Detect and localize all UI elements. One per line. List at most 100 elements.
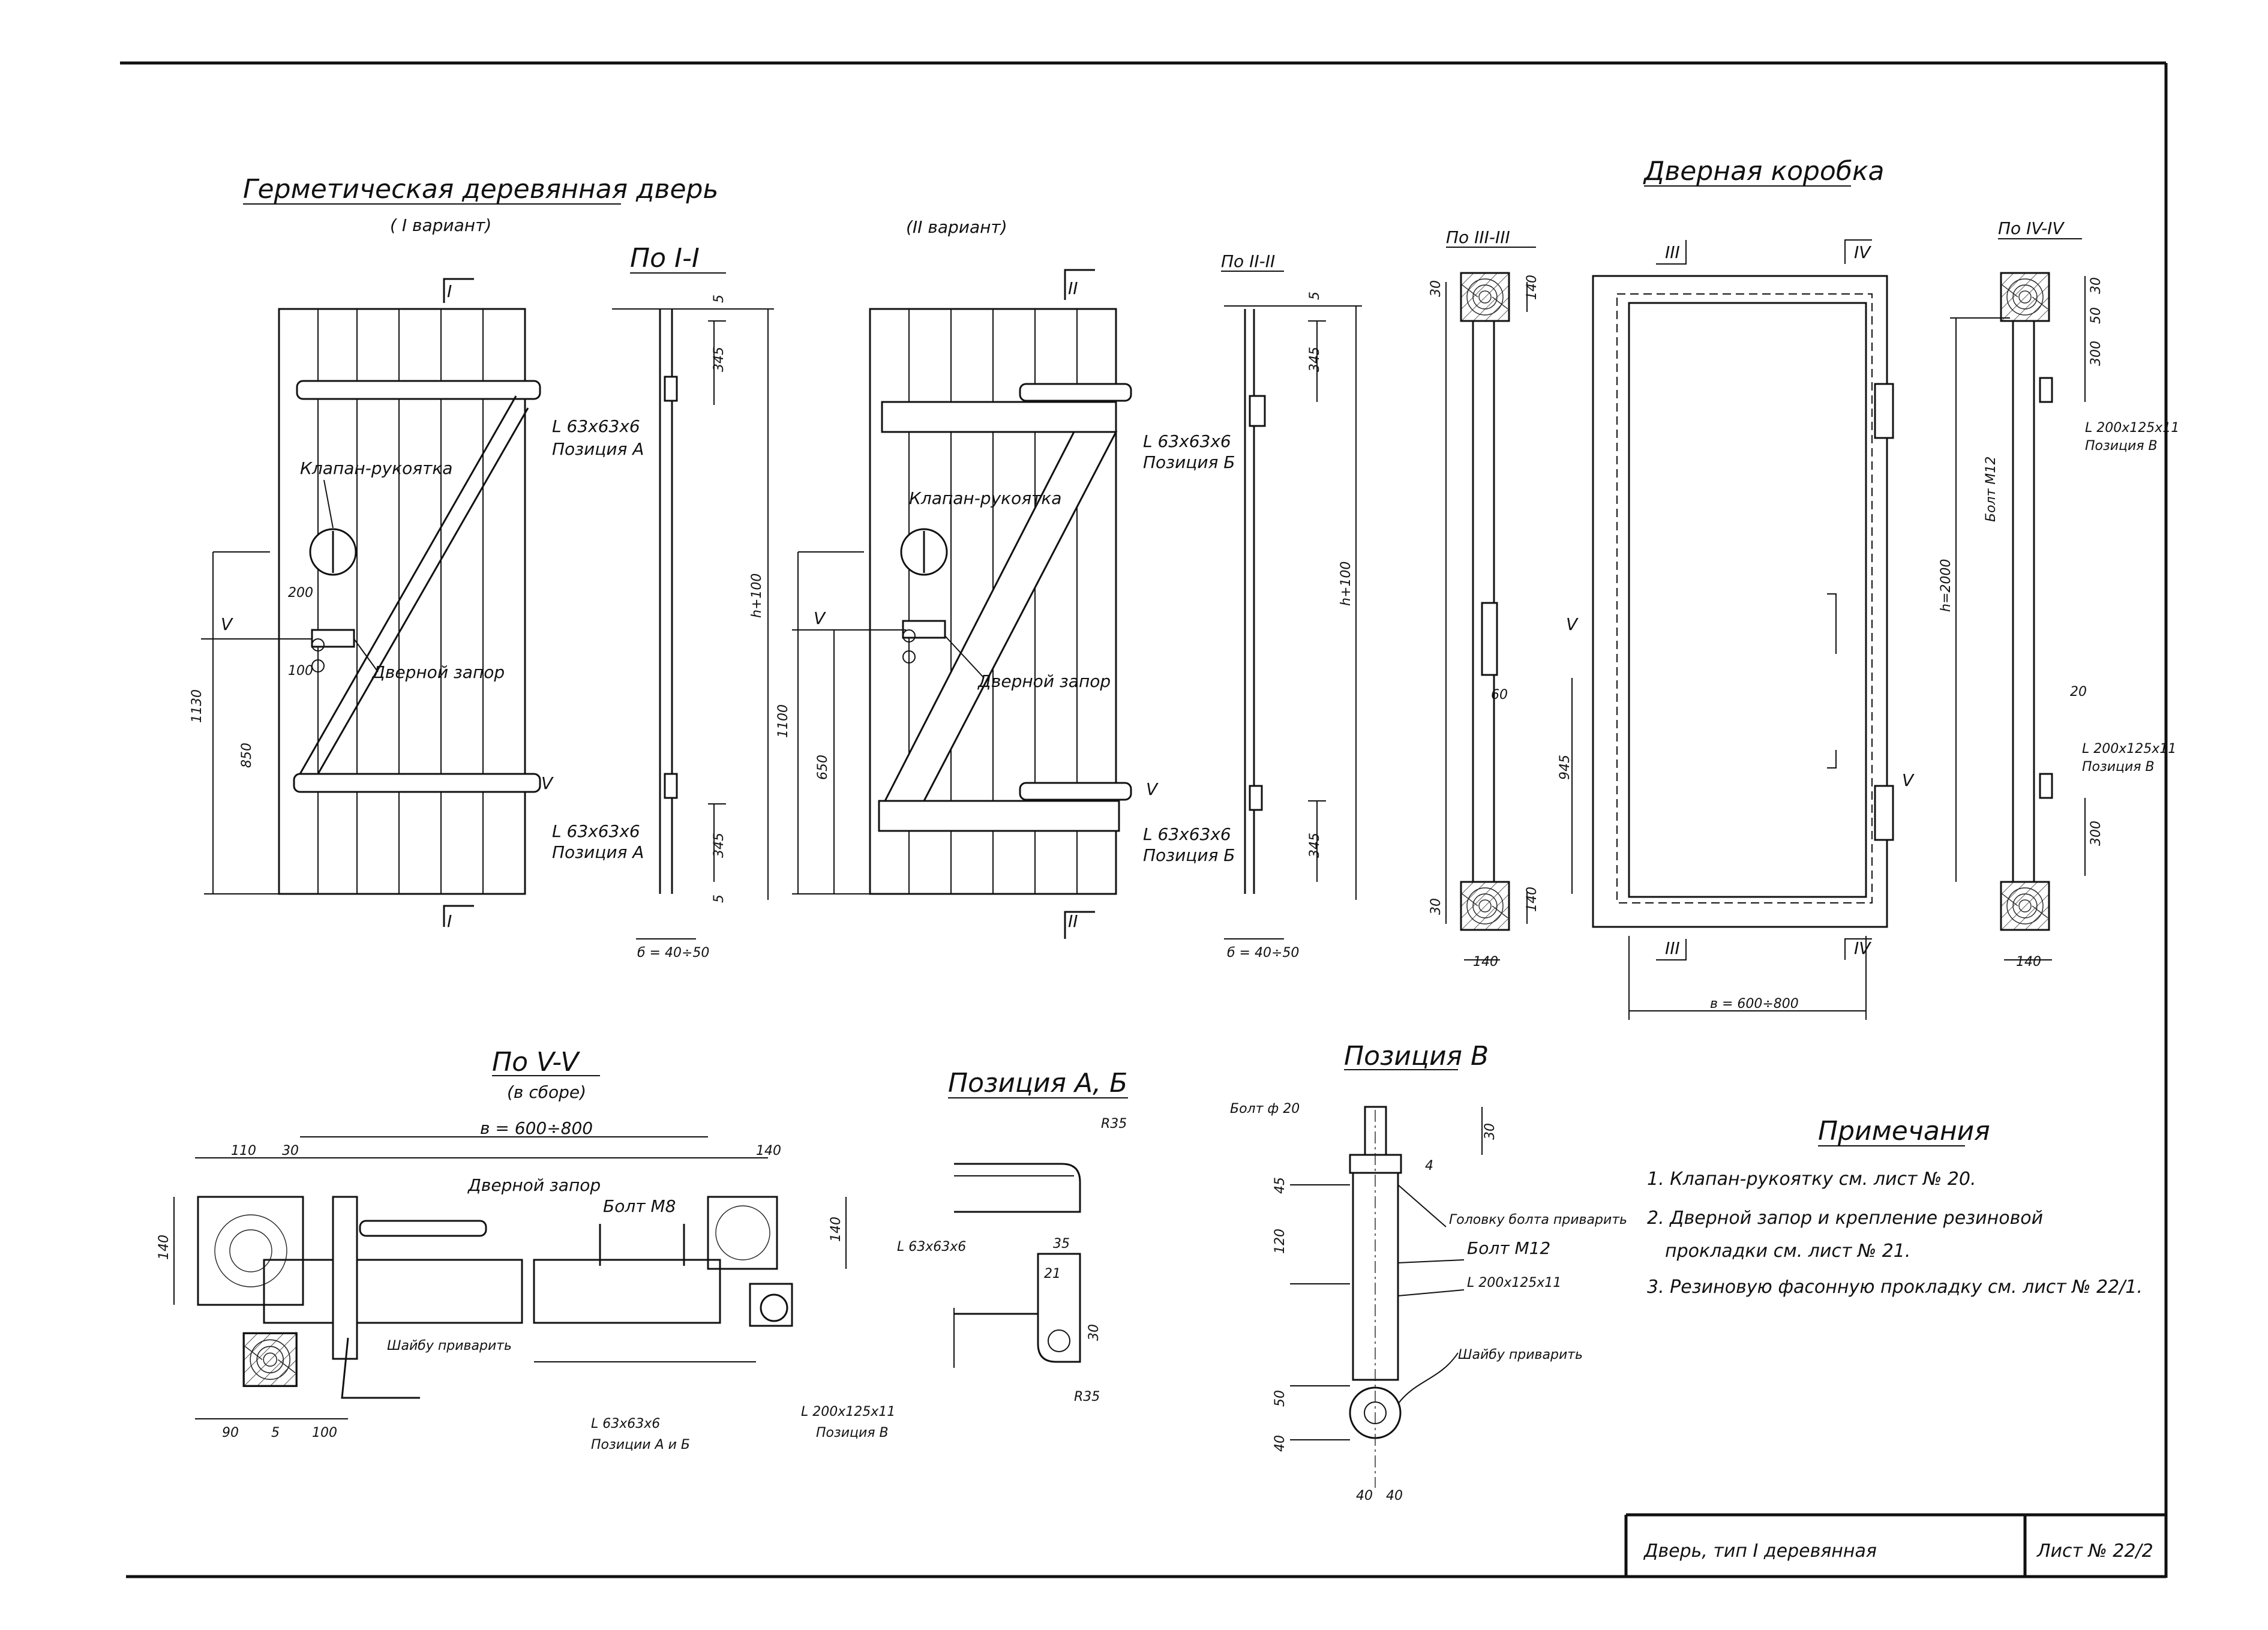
mark-IV-bottom: IV xyxy=(1854,938,1871,958)
dim-140-v-left: 140 xyxy=(157,1235,172,1260)
mark-I-bottom: I xyxy=(447,911,452,931)
section-II-II xyxy=(1224,305,1362,939)
title-block xyxy=(1624,1513,2166,1578)
pos-v-angle-200: L 200х125х11 xyxy=(1467,1275,1561,1290)
pos-v-45: 45 xyxy=(1273,1177,1288,1194)
mark-V-right-2: V xyxy=(1146,779,1159,799)
thickness-2: б = 40÷50 xyxy=(1227,945,1299,960)
v-angle-200-label: L 200х125х11 xyxy=(801,1404,895,1419)
frame-title: Дверная коробка xyxy=(1643,156,1885,187)
mark-V-frame: V xyxy=(1566,614,1579,634)
dim-100-v1: 100 xyxy=(288,664,313,679)
dim-140-iv: 140 xyxy=(2016,954,2041,969)
mark-V-iv: V xyxy=(1902,770,1915,790)
bolt-head-label: Головку болта приварить xyxy=(1449,1212,1627,1227)
dim-140-frame-width: 140 xyxy=(1473,954,1498,969)
door-variant-2-elevation xyxy=(869,308,1132,895)
section-5-subtitle: (в сборе) xyxy=(507,1082,586,1102)
dim-100-v: 100 xyxy=(312,1425,337,1440)
pos-v-30: 30 xyxy=(1483,1123,1498,1140)
door-variant-1-elevation xyxy=(278,308,541,895)
section-4-label: По IV-IV xyxy=(1998,218,2065,238)
pos-v-top: Позиция В xyxy=(2085,439,2158,454)
pos-v-40-b: 40 xyxy=(1386,1488,1403,1503)
dim-110: 110 xyxy=(231,1143,256,1158)
door-frame-elevation xyxy=(1592,275,1894,928)
pos-v-50: 50 xyxy=(1273,1390,1288,1407)
dim-h100-1: h+100 xyxy=(749,574,764,618)
dim-140-frame-top: 140 xyxy=(1525,275,1540,300)
mark-III-bottom: III xyxy=(1665,938,1680,958)
pos-v-4: 4 xyxy=(1425,1158,1433,1173)
sheet-number: Лист № 22/2 xyxy=(2036,1541,2153,1562)
dim-30-frame-bottom: 30 xyxy=(1429,898,1444,915)
angle-200-bottom: L 200х125х11 xyxy=(2082,742,2176,757)
pos-v-120: 120 xyxy=(1273,1229,1288,1254)
section-I-I xyxy=(612,308,774,939)
valve-label-1: Клапан-рукоятка xyxy=(300,458,452,478)
v-latch-label: Дверной запор xyxy=(467,1175,601,1195)
dim-1130: 1130 xyxy=(190,689,205,723)
dim-200-v1: 200 xyxy=(288,586,313,601)
note-1: 1. Клапан-рукоятку см. лист № 20. xyxy=(1647,1169,1976,1190)
dim-30-iv: 30 xyxy=(2089,277,2104,294)
bolt-m12-label: Болт М12 xyxy=(1984,457,1999,522)
door-1-dimension-lines xyxy=(201,551,312,894)
pos-ab-r35-bottom: R35 xyxy=(1074,1389,1100,1404)
pos-v-washer: Шайбу приварить xyxy=(1458,1347,1583,1362)
dim-945: 945 xyxy=(1558,755,1573,780)
mark-II-bottom: II xyxy=(1068,911,1078,931)
dim-50-iv: 50 xyxy=(2089,307,2104,324)
v-angle-label: L 63х63х6 xyxy=(591,1416,660,1431)
dim-30-v: 30 xyxy=(282,1143,299,1158)
mark-V-right-1: V xyxy=(541,773,554,793)
pos-b-bottom: Позиция Б xyxy=(1143,845,1235,865)
pos-a-top: Позиция А xyxy=(552,439,644,459)
dim-1100: 1100 xyxy=(776,704,791,738)
dim-850: 850 xyxy=(239,743,254,768)
door-variant-1: ( I вариант) xyxy=(390,215,491,235)
dim-5-bottom-1: 5 xyxy=(712,894,727,903)
angle-callout-a-top: L 63х63х6 xyxy=(552,416,640,436)
dim-345-top-1: 345 xyxy=(712,347,727,372)
note-3: 3. Резиновую фасонную прокладку см. лист… xyxy=(1647,1277,2143,1298)
dim-345-bottom-1: 345 xyxy=(712,833,727,858)
thickness-1: б = 40÷50 xyxy=(637,945,709,960)
pos-b-top: Позиция Б xyxy=(1143,452,1235,472)
pos-ab-angle: L 63х63х6 xyxy=(897,1239,966,1254)
dim-5-top-2: 5 xyxy=(1307,292,1322,300)
dim-30-frame-top: 30 xyxy=(1429,280,1444,297)
dim-345-bottom-2: 345 xyxy=(1307,833,1322,858)
pos-v-40-a: 40 xyxy=(1356,1488,1373,1503)
section-IV-IV xyxy=(1950,272,2086,960)
pos-v-40-side: 40 xyxy=(1273,1435,1288,1452)
v-washer-label: Шайбу приварить xyxy=(387,1338,512,1353)
pos-v-bolt-m12: Болт М12 xyxy=(1467,1238,1550,1258)
door-2-dimension-lines xyxy=(792,551,906,894)
pos-ab-30: 30 xyxy=(1087,1324,1102,1341)
dim-650: 650 xyxy=(815,755,830,780)
mark-V-left-1: V xyxy=(221,614,233,634)
mark-II-top: II xyxy=(1068,278,1078,298)
dim-300-iv-top: 300 xyxy=(2089,341,2104,366)
dim-h100-2: h+100 xyxy=(1339,562,1354,606)
angle-callout-b-top: L 63х63х6 xyxy=(1143,431,1231,451)
position-v-detail xyxy=(1290,1106,1483,1488)
latch-label-1: Дверной запор xyxy=(371,662,505,682)
dim-345-top-2: 345 xyxy=(1307,347,1322,372)
latch-label-2: Дверной запор xyxy=(977,671,1111,691)
pos-ab-r35-top: R35 xyxy=(1101,1116,1127,1131)
door-variant-2: (II вариант) xyxy=(906,217,1007,237)
v-pos-v-label: Позиция В xyxy=(816,1425,889,1440)
pos-v-title: Позиция В xyxy=(1344,1041,1489,1071)
angle-callout-b-bottom: L 63х63х6 xyxy=(1143,824,1231,844)
section-2-label: По II-II xyxy=(1221,251,1275,271)
dim-140-frame-bottom: 140 xyxy=(1525,887,1540,912)
stamp-title: Дверь, тип I деревянная xyxy=(1643,1541,1877,1562)
door-title: Герметическая деревянная дверь xyxy=(243,174,718,205)
position-ab-detail xyxy=(953,1163,1081,1368)
dim-h2000: h=2000 xyxy=(1939,559,1954,612)
pos-v-bottom: Позиция В xyxy=(2082,760,2155,775)
dim-60: 60 xyxy=(1491,688,1508,703)
